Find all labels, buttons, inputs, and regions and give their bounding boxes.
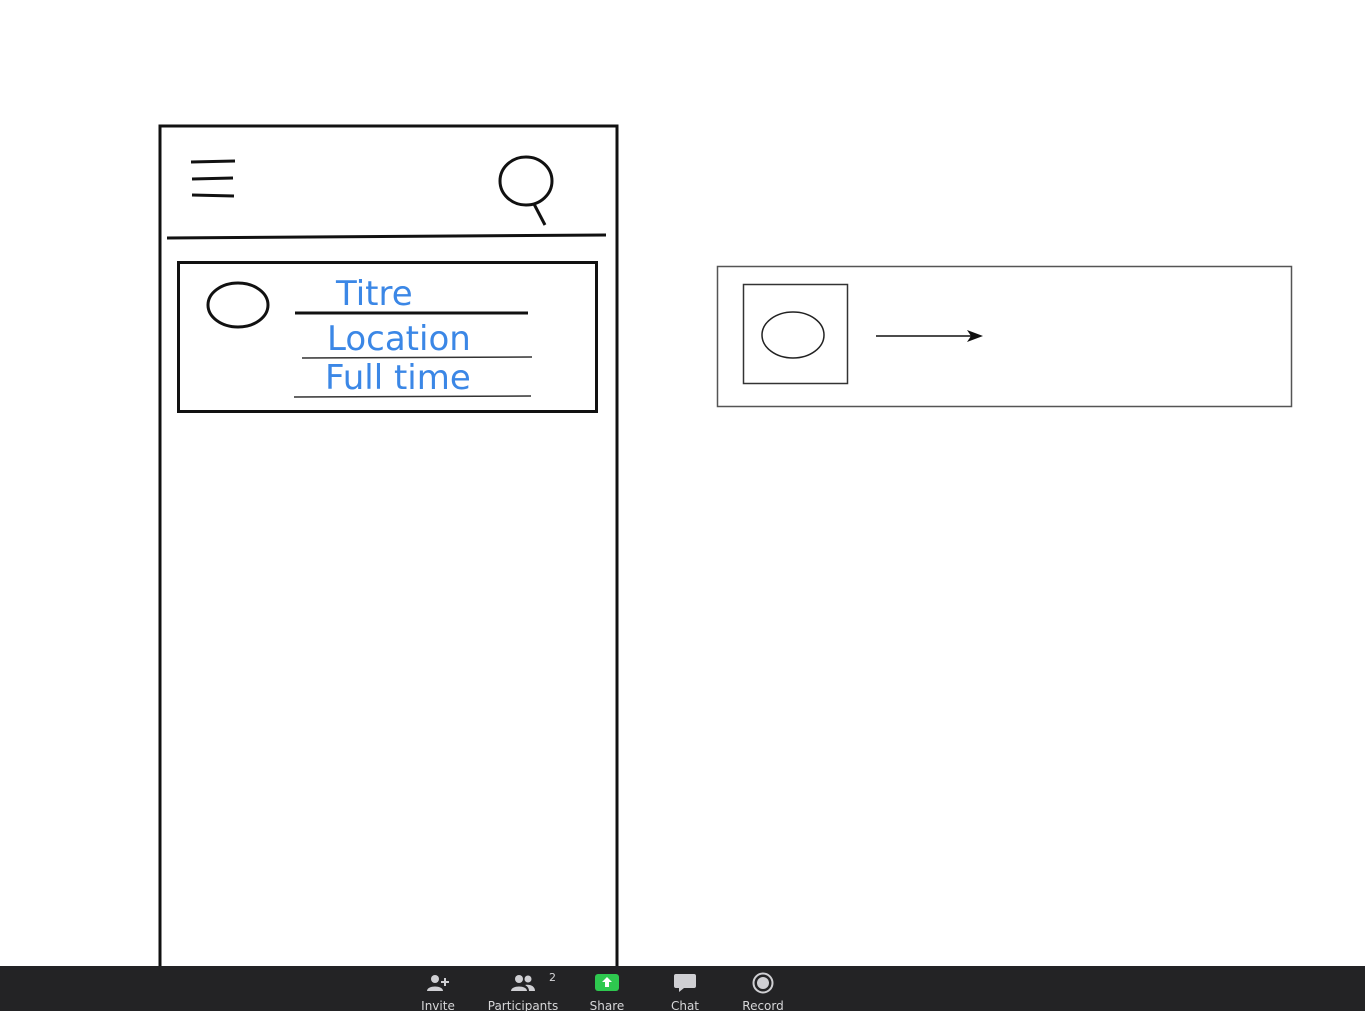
record-icon: [752, 972, 774, 994]
arrow-icon: [876, 330, 983, 342]
search-icon: [498, 155, 554, 226]
wireframe-canvas: [158, 124, 1293, 966]
share-button[interactable]: Share: [580, 966, 634, 1011]
participants-icon: [510, 973, 536, 993]
record-label: Record: [742, 999, 784, 1011]
meeting-toolbar: Invite Participants 2 Share: [0, 966, 1365, 1011]
phone-frame: [158, 124, 619, 966]
add-user-icon: [426, 973, 450, 993]
chat-button[interactable]: Chat: [660, 966, 710, 1011]
record-button[interactable]: Record: [734, 966, 792, 1011]
shared-screen: Titre Location Full time: [158, 124, 1293, 966]
chat-label: Chat: [670, 999, 700, 1011]
header-divider: [166, 233, 607, 240]
chat-bubble-icon: [673, 973, 697, 993]
job-type: Full time: [325, 358, 471, 398]
job-card-frame: [177, 261, 598, 413]
invite-label: Invite: [421, 999, 455, 1011]
location-underline: [301, 356, 533, 359]
invite-button[interactable]: Invite: [408, 966, 468, 1011]
thumbnail-frame: [742, 283, 849, 385]
avatar: [206, 281, 270, 329]
list-row-frame: [716, 265, 1293, 408]
participants-button[interactable]: Participants 2: [482, 966, 564, 1011]
job-location: Location: [327, 319, 471, 359]
hamburger-icon: [190, 159, 236, 198]
participants-label: Participants: [487, 999, 559, 1011]
participants-count: 2: [549, 971, 556, 984]
thumbnail-circle: [761, 311, 825, 359]
share-label: Share: [589, 999, 625, 1011]
jobtype-underline: [293, 395, 532, 398]
job-title: Titre: [336, 274, 413, 314]
share-screen-icon: [594, 973, 620, 993]
